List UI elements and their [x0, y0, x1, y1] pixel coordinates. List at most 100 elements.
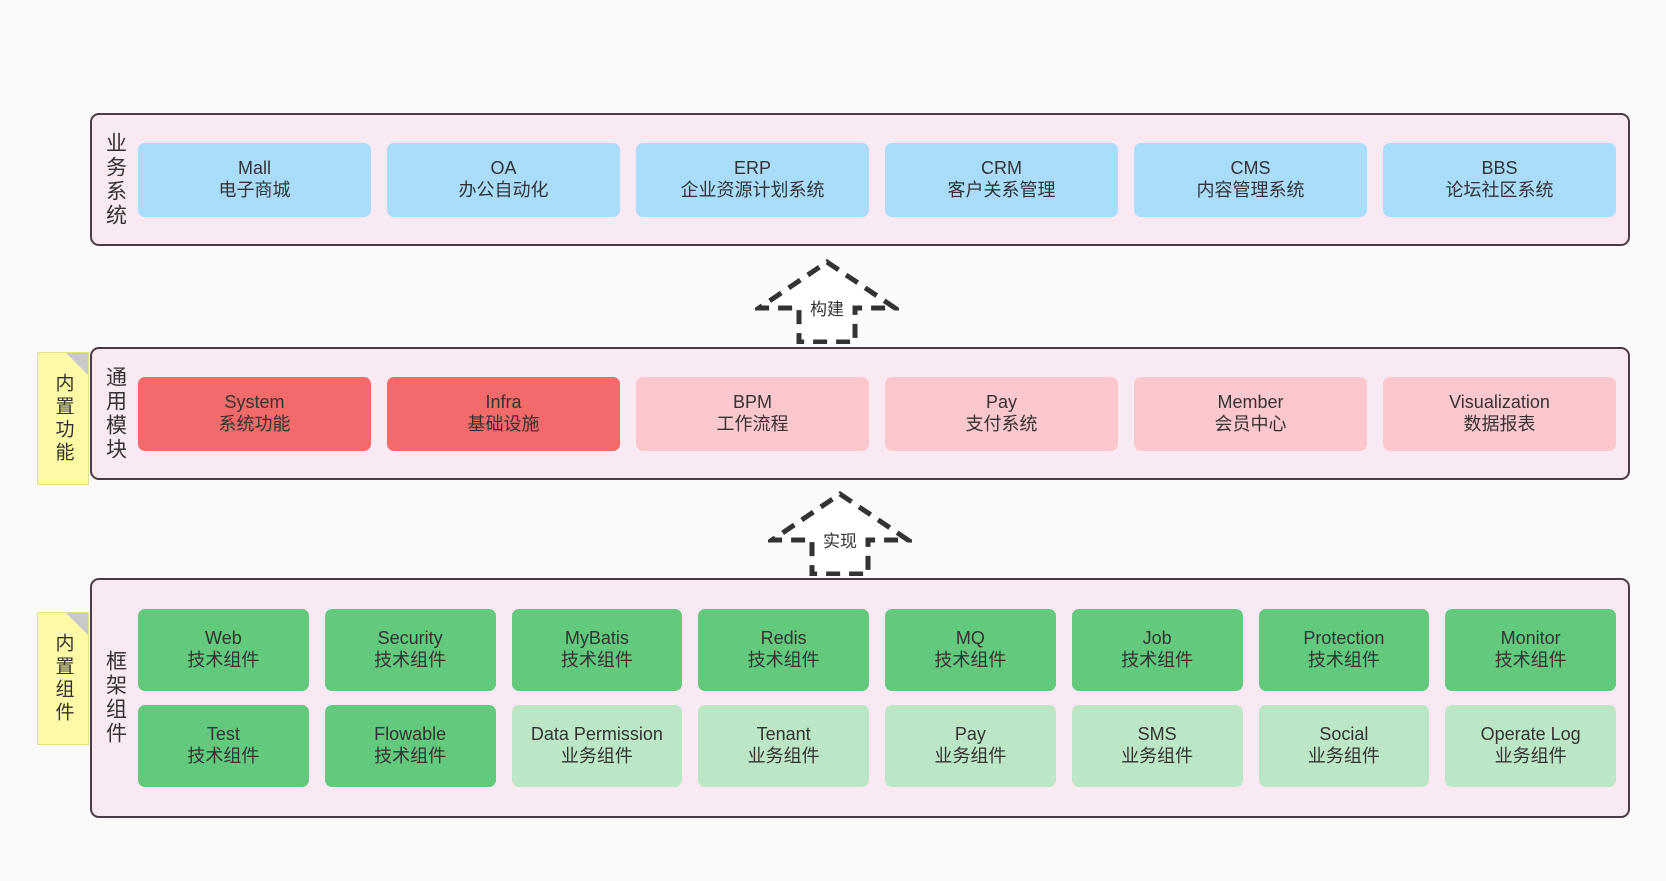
note-builtin-function-label: 内置功能 — [52, 372, 74, 465]
row: Test 技术组件 Flowable 技术组件 Data Permission … — [138, 705, 1616, 787]
node-flowable[interactable]: Flowable 技术组件 — [324, 705, 496, 787]
dashed-block-arrow-up-icon — [755, 258, 899, 344]
node-title: Web — [205, 628, 242, 649]
node-subtitle: 客户关系管理 — [947, 179, 1056, 200]
node-title: BPM — [732, 391, 772, 412]
node-title: OA — [490, 157, 517, 178]
node-title: Member — [1217, 391, 1284, 412]
node-protection[interactable]: Protection 技术组件 — [1258, 609, 1430, 691]
node-subtitle: 论坛社区系统 — [1445, 179, 1554, 200]
node-title: Mall — [237, 157, 271, 178]
node-mybatis[interactable]: MyBatis 技术组件 — [511, 609, 683, 691]
node-subtitle: 业务组件 — [747, 746, 820, 766]
node-title: System — [224, 391, 285, 412]
node-social[interactable]: Social 业务组件 — [1258, 705, 1430, 787]
node-subtitle: 系统功能 — [218, 413, 291, 434]
node-web[interactable]: Web 技术组件 — [138, 609, 309, 691]
node-redis[interactable]: Redis 技术组件 — [698, 609, 869, 691]
node-pay-module[interactable]: Pay 支付系统 — [885, 376, 1118, 451]
node-title: Visualization — [1449, 391, 1550, 412]
node-title: Pay — [954, 724, 986, 745]
node-title: ERP — [733, 157, 771, 178]
arrow-build: 构建 — [755, 258, 899, 344]
note-builtin-component: 内置组件 — [37, 612, 89, 745]
node-test[interactable]: Test 技术组件 — [138, 705, 309, 787]
node-subtitle: 业务组件 — [560, 746, 633, 766]
node-title: CRM — [981, 157, 1022, 178]
node-system[interactable]: System 系统功能 — [138, 376, 371, 451]
node-title: Tenant — [756, 724, 811, 745]
node-bbs[interactable]: BBS 论坛社区系统 — [1383, 142, 1616, 217]
node-title: BBS — [1481, 157, 1518, 178]
node-subtitle: 技术组件 — [187, 746, 260, 766]
node-title: MQ — [955, 628, 985, 649]
node-mq[interactable]: MQ 技术组件 — [885, 609, 1056, 691]
row: System 系统功能 Infra 基础设施 BPM 工作流程 Pay 支付系统… — [138, 376, 1616, 451]
node-tenant[interactable]: Tenant 业务组件 — [698, 705, 869, 787]
node-title: MyBatis — [564, 628, 629, 649]
node-infra[interactable]: Infra 基础设施 — [387, 376, 620, 451]
node-subtitle: 基础设施 — [467, 413, 540, 434]
node-title: SMS — [1137, 724, 1177, 745]
node-subtitle: 业务组件 — [1121, 746, 1194, 766]
node-subtitle: 工作流程 — [716, 413, 789, 434]
layer-common-modules: 通用模块 System 系统功能 Infra 基础设施 BPM 工作流程 Pay… — [90, 347, 1630, 480]
node-mall[interactable]: Mall 电子商城 — [138, 142, 371, 217]
row: Mall 电子商城 OA 办公自动化 ERP 企业资源计划系统 CRM 客户关系… — [138, 142, 1616, 217]
node-title: Data Permission — [530, 724, 663, 745]
node-erp[interactable]: ERP 企业资源计划系统 — [636, 142, 869, 217]
layer-framework-components: 框架组件 Web 技术组件 Security 技术组件 MyBatis 技术组件… — [90, 578, 1630, 818]
node-member[interactable]: Member 会员中心 — [1134, 376, 1367, 451]
node-title: Job — [1142, 628, 1172, 649]
node-visualization[interactable]: Visualization 数据报表 — [1383, 376, 1616, 451]
node-title: Redis — [760, 628, 807, 649]
node-bpm[interactable]: BPM 工作流程 — [636, 376, 869, 451]
layer-label-framework-components: 框架组件 — [103, 650, 127, 746]
node-subtitle: 办公自动化 — [458, 179, 549, 200]
node-subtitle: 企业资源计划系统 — [680, 179, 825, 200]
node-title: Infra — [485, 391, 522, 412]
note-fold-corner-icon — [66, 353, 88, 375]
node-subtitle: 技术组件 — [934, 650, 1007, 670]
node-title: Protection — [1303, 628, 1385, 649]
node-subtitle: 支付系统 — [965, 413, 1038, 434]
node-security[interactable]: Security 技术组件 — [324, 609, 496, 691]
node-subtitle: 技术组件 — [560, 650, 633, 670]
arrow-build-label: 构建 — [810, 300, 844, 319]
layer-label-business-systems: 业务系统 — [103, 131, 127, 228]
node-subtitle: 业务组件 — [1494, 746, 1567, 766]
dashed-block-arrow-up-icon — [768, 490, 912, 576]
node-title: Security — [377, 628, 443, 649]
note-fold-corner-icon — [66, 613, 88, 635]
node-operate-log[interactable]: Operate Log 业务组件 — [1445, 705, 1616, 787]
node-subtitle: 业务组件 — [1307, 746, 1380, 766]
arrow-implement: 实现 — [768, 490, 912, 576]
node-pay-component[interactable]: Pay 业务组件 — [885, 705, 1056, 787]
node-subtitle: 会员中心 — [1214, 413, 1287, 434]
node-crm[interactable]: CRM 客户关系管理 — [885, 142, 1118, 217]
node-oa[interactable]: OA 办公自动化 — [387, 142, 620, 217]
node-job[interactable]: Job 技术组件 — [1071, 609, 1243, 691]
node-subtitle: 内容管理系统 — [1196, 179, 1305, 200]
layer-body-common-modules: System 系统功能 Infra 基础设施 BPM 工作流程 Pay 支付系统… — [138, 349, 1628, 478]
node-title: Flowable — [374, 724, 447, 745]
node-subtitle: 技术组件 — [187, 650, 260, 670]
node-cms[interactable]: CMS 内容管理系统 — [1134, 142, 1367, 217]
node-subtitle: 技术组件 — [1121, 650, 1194, 670]
node-subtitle: 业务组件 — [934, 746, 1007, 766]
node-monitor[interactable]: Monitor 技术组件 — [1445, 609, 1616, 691]
node-sms[interactable]: SMS 业务组件 — [1071, 705, 1243, 787]
node-title: Test — [206, 724, 240, 745]
node-title: CMS — [1230, 157, 1271, 178]
node-title: Social — [1319, 724, 1369, 745]
layer-body-business-systems: Mall 电子商城 OA 办公自动化 ERP 企业资源计划系统 CRM 客户关系… — [138, 115, 1628, 244]
layer-label-common-modules: 通用模块 — [103, 365, 127, 462]
node-data-permission[interactable]: Data Permission 业务组件 — [511, 705, 683, 787]
node-title: Operate Log — [1480, 724, 1581, 745]
node-subtitle: 技术组件 — [747, 650, 820, 670]
node-subtitle: 数据报表 — [1463, 413, 1536, 434]
node-subtitle: 技术组件 — [374, 746, 447, 766]
row: Web 技术组件 Security 技术组件 MyBatis 技术组件 Redi… — [138, 609, 1616, 691]
note-builtin-component-label: 内置组件 — [52, 632, 74, 725]
